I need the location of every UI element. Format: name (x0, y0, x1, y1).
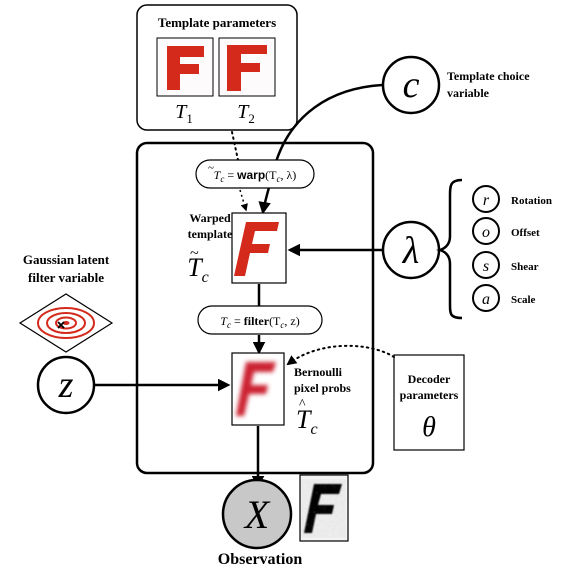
noisy-f-observation-icon (299, 474, 349, 542)
choice-label-line2: variable (447, 86, 490, 100)
bernoulli-label-line2: pixel probs (294, 381, 351, 395)
choice-label-line1: Template choice (447, 69, 530, 83)
template-box-title: Template parameters (158, 15, 276, 30)
main-plate (135, 141, 375, 475)
bernoulli-symbol: Tc (296, 405, 318, 438)
t2-label: T2 (237, 101, 255, 126)
bernoulli-label-line1: Bernoulli (294, 365, 343, 379)
rotation-param: r Rotation (472, 185, 552, 213)
warp-to-template-dashed (239, 189, 248, 212)
transform-brace (436, 178, 463, 320)
letter-f-template-icon (227, 45, 267, 91)
template-parameters-box: Template parameters T1 T2 (136, 4, 298, 131)
filter-function: Tc = filter(Tc, z) (197, 305, 323, 335)
template-to-warp-dotted (231, 131, 239, 161)
offset-symbol: o (482, 224, 490, 241)
observation-label: Observation (218, 551, 303, 568)
filter-equation: Tc = filter(Tc, z) (220, 314, 299, 330)
observation-node: X (221, 478, 293, 550)
letter-f-template-icon (234, 222, 279, 276)
scale-symbol: a (482, 291, 490, 308)
gaussian-label-line2: filter variable (28, 270, 104, 285)
decoder-label-line2: parameters (400, 388, 459, 402)
warped-label-line2: template (188, 227, 233, 241)
warp-function: Tc = warp(Tc, λ) ~ (195, 159, 315, 189)
decoder-label-line1: Decoder (408, 372, 451, 386)
bernoulli-hat: ^ (299, 397, 306, 412)
decoder-parameters-box: Decoder parameters θ (393, 354, 465, 451)
template-choice-node: c (381, 55, 441, 115)
shear-symbol: s (483, 258, 489, 275)
warped-template-image (231, 212, 287, 284)
warped-symbol: Tc (187, 253, 209, 286)
choice-symbol: c (403, 64, 420, 106)
letter-f-template-icon (236, 362, 276, 416)
offset-label: Offset (511, 227, 540, 239)
rotation-symbol: r (483, 192, 490, 209)
shear-label: Shear (511, 261, 539, 273)
offset-param: o Offset (472, 217, 540, 245)
bernoulli-image (231, 352, 285, 426)
letter-f-template-icon (167, 46, 204, 90)
choice-to-warp-edge (258, 83, 384, 215)
observation-symbol: X (243, 492, 271, 537)
warped-label-line1: Warped (189, 211, 231, 225)
decoder-to-bernoulli-dotted (286, 344, 395, 366)
warped-tilde: ~ (190, 245, 199, 262)
template-box-frame (136, 4, 298, 131)
warp-tilde-mark: ~ (208, 162, 214, 174)
lambda-node: λ (381, 220, 441, 280)
lambda-symbol: λ (402, 230, 419, 272)
shear-param: s Shear (472, 251, 539, 279)
scale-param: a Scale (472, 284, 536, 312)
template-image-t1 (156, 37, 214, 97)
theta-symbol: θ (422, 412, 436, 443)
rotation-label: Rotation (511, 195, 552, 207)
gaussian-label-line1: Gaussian latent (23, 252, 110, 267)
gaussian-spiral-icon (18, 293, 114, 353)
z-symbol: z (58, 364, 74, 406)
warp-equation: Tc = warp(Tc, λ) (214, 168, 297, 184)
t1-label: T1 (175, 101, 193, 126)
template-image-t2 (218, 37, 276, 97)
scale-label: Scale (511, 294, 536, 306)
z-node: z (36, 355, 96, 415)
